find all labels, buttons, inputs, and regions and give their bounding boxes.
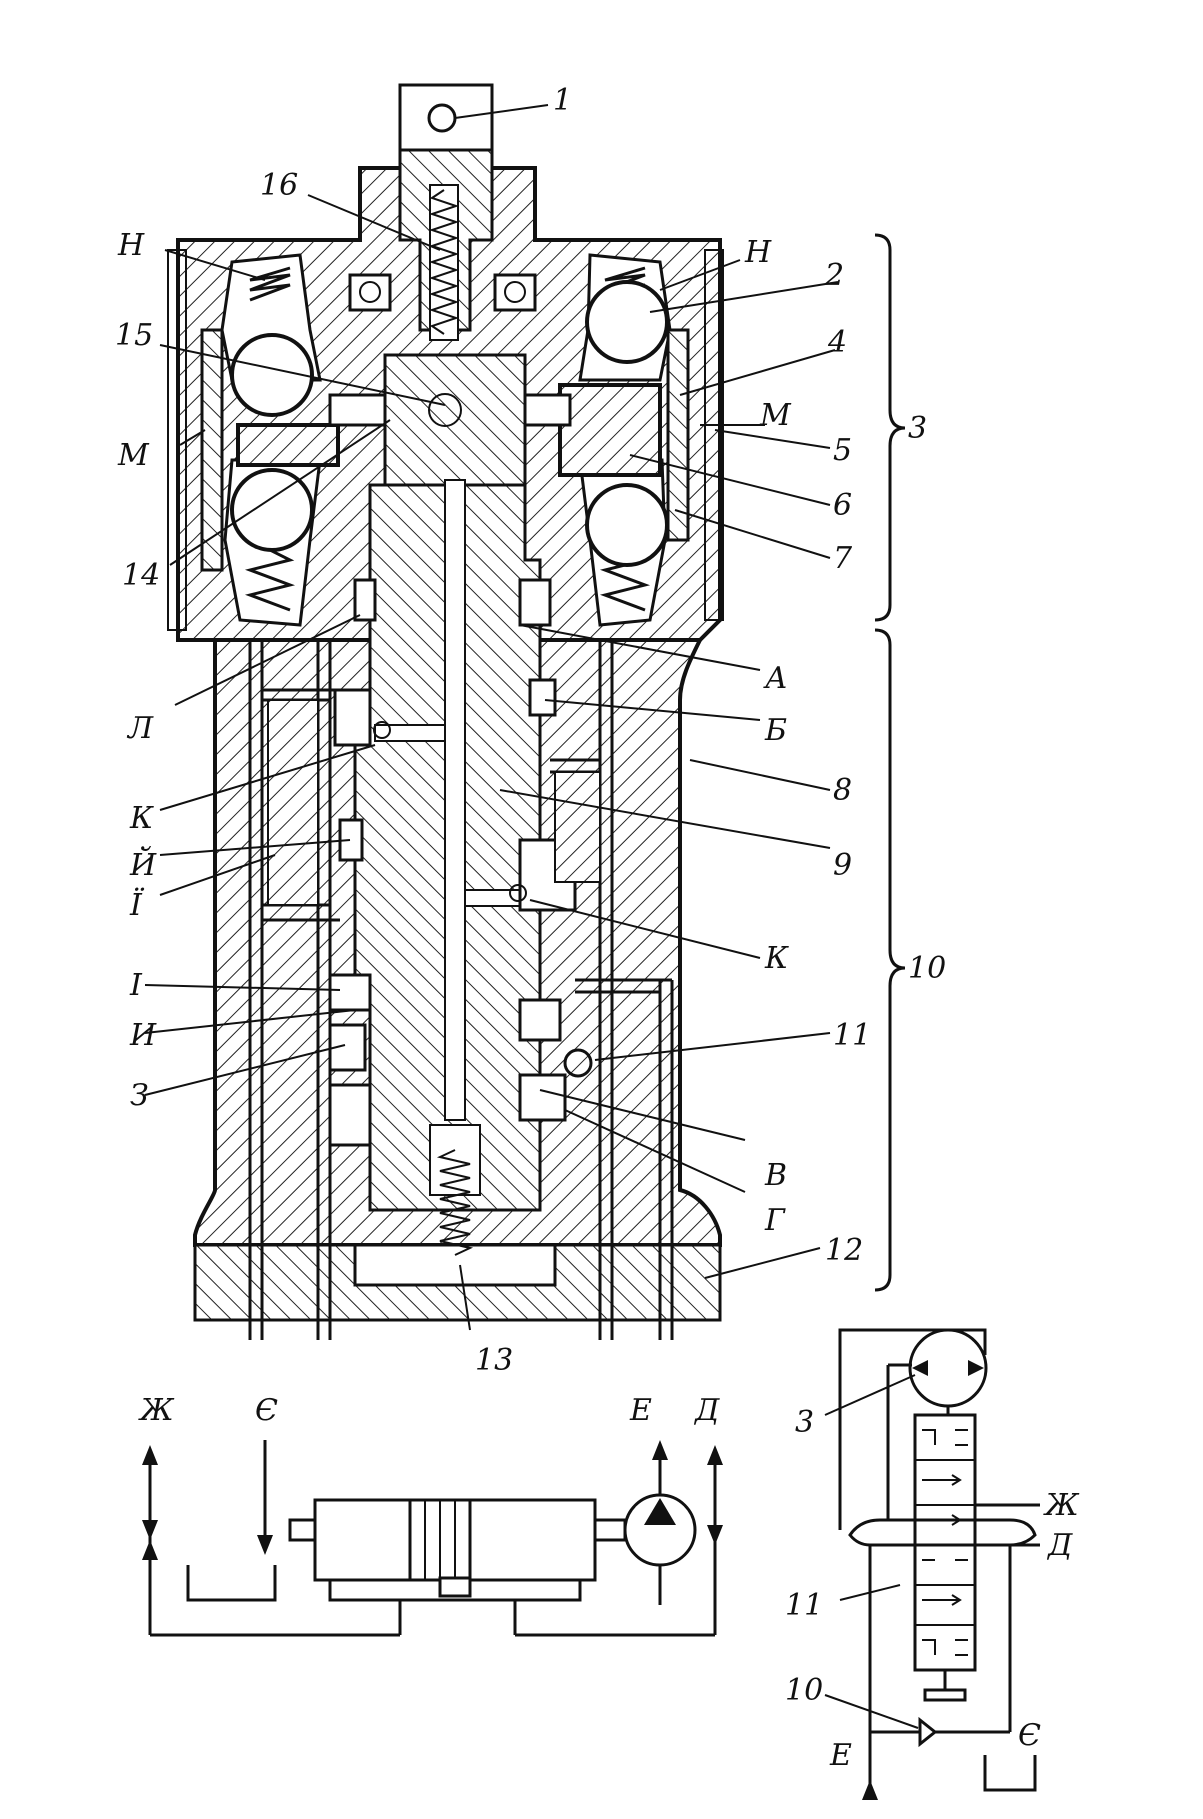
schematic-label-d: Д: [1046, 1528, 1073, 1563]
label-10: 10: [908, 951, 946, 986]
label-k-right: К: [764, 941, 789, 976]
label-5: 5: [833, 433, 852, 468]
schematic-label-e: Е: [829, 1738, 852, 1773]
pin-15: [428, 393, 462, 427]
housing-channels-right: [550, 640, 674, 1320]
label-yi: Ї: [129, 887, 145, 923]
side-plate-left: [200, 328, 224, 572]
label-a: А: [763, 661, 788, 696]
ball-upper-left: [230, 333, 314, 417]
label-l: Л: [126, 711, 154, 746]
label-z: З: [130, 1078, 149, 1113]
spring-lower-left: [244, 538, 296, 612]
label-16: 16: [260, 168, 298, 203]
rotor-block-left: [236, 423, 340, 467]
label-m-left: М: [117, 438, 150, 473]
label-ye: Є: [255, 1393, 278, 1428]
label-yk: Й: [129, 846, 157, 883]
label-n-right: Н: [744, 235, 772, 270]
check-ball-11: [563, 1048, 593, 1078]
check-ball-k-right: [509, 884, 527, 902]
schematic-label-zh: Ж: [1043, 1488, 1080, 1523]
schematic-label-11: 11: [785, 1588, 823, 1623]
schematic-label-10: 10: [785, 1673, 823, 1708]
shaft-eye: [398, 83, 494, 157]
label-m-right: М: [759, 398, 792, 433]
label-13: 13: [475, 1343, 513, 1378]
rotor-block-right: [558, 383, 662, 477]
ball-upper-right: [585, 280, 669, 364]
main-labels: 1 16 Н Н 2 15 4 М 3 М 5 6 7 14 А Л Б 8 К…: [115, 83, 946, 1428]
label-7: 7: [833, 541, 853, 576]
ball-lower-left: [230, 468, 314, 552]
spool-head: [383, 353, 527, 487]
schematic-labels: 3 Ж Д 11 10 Е Є: [785, 1405, 1080, 1773]
outlet-ports: [248, 1320, 674, 1340]
label-9: 9: [833, 848, 852, 883]
return-spring: [436, 1149, 474, 1256]
label-4: 4: [827, 325, 847, 360]
label-1: 1: [553, 83, 572, 118]
side-plate-right: [666, 328, 690, 542]
label-6: 6: [833, 488, 852, 523]
housing-channels-left: [248, 640, 355, 1320]
brace-10: [874, 628, 906, 1292]
spool-cross-passage-lower: [464, 889, 526, 907]
label-n-left: Н: [117, 228, 145, 263]
valve-schematic: [824, 1328, 1040, 1800]
ball-lower-right: [585, 483, 669, 567]
label-8: 8: [833, 773, 852, 808]
label-zh: Ж: [138, 1393, 175, 1428]
label-b: Б: [764, 713, 787, 748]
outer-sleeve-left: [167, 249, 187, 631]
label-e: Е: [629, 1393, 652, 1428]
label-15: 15: [115, 318, 153, 353]
label-i-cap: І: [129, 968, 143, 1003]
spool-cross-passage-upper: [374, 724, 446, 742]
label-k-left: К: [129, 801, 154, 836]
label-12: 12: [825, 1233, 863, 1268]
schematic-housing: [848, 1518, 1037, 1547]
check-ball-k-left: [373, 721, 391, 739]
schematic-label-ye: Є: [1018, 1718, 1041, 1753]
leader-lines: [144, 104, 839, 1331]
brace-3: [874, 233, 906, 622]
spool-bore: [444, 479, 466, 1121]
bearing-right: [493, 273, 537, 312]
cylinder-circuit: [142, 1440, 723, 1637]
schematic-label-3: 3: [795, 1405, 814, 1440]
label-2: 2: [824, 258, 844, 293]
label-y: И: [129, 1018, 157, 1053]
label-3: 3: [908, 411, 927, 446]
label-11: 11: [833, 1018, 871, 1053]
outer-sleeve-right: [704, 249, 724, 621]
label-d: Д: [693, 1393, 720, 1428]
torsion-spring: [428, 189, 460, 335]
main-section-view: [144, 83, 906, 1340]
label-14: 14: [122, 558, 160, 593]
end-cap-cavity: [353, 1243, 557, 1287]
schematic-spool: [913, 1413, 977, 1672]
bearing-left: [348, 273, 392, 312]
label-g: Г: [764, 1203, 786, 1238]
label-v: В: [764, 1158, 787, 1193]
